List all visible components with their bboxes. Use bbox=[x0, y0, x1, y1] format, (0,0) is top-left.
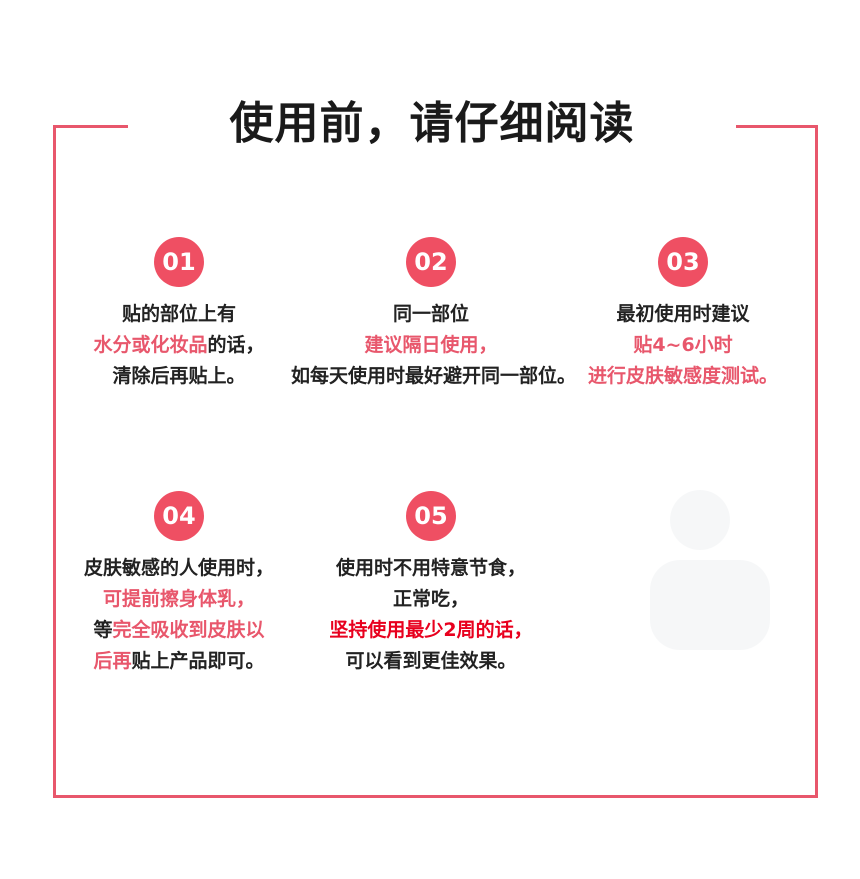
step-text-line: 皮肤敏感的人使用时， bbox=[39, 553, 319, 584]
step-text-line: 如每天使用时最好避开同一部位。 bbox=[291, 361, 576, 392]
frame-bottom-border bbox=[53, 795, 818, 798]
text-segment: 的话， bbox=[207, 334, 265, 356]
frame-top-left-border bbox=[53, 125, 128, 128]
step-text-line: 清除后再贴上。 bbox=[39, 361, 319, 392]
frame-right-border bbox=[815, 125, 818, 798]
frame-top-right-border bbox=[736, 125, 818, 128]
text-segment: 正常吃， bbox=[392, 588, 469, 610]
step-text-line: 最初使用时建议 bbox=[543, 299, 823, 330]
text-segment: 后再 bbox=[93, 650, 132, 672]
step-04: 04 皮肤敏感的人使用时， 可提前擦身体乳， 等完全吸收到皮肤以 后再贴上产品即… bbox=[39, 491, 319, 677]
text-segment: 最初使用时建议 bbox=[616, 303, 750, 325]
text-segment: 如每天使用时最好避开同一部位。 bbox=[291, 365, 577, 387]
text-segment: 可提前擦身体乳， bbox=[102, 588, 255, 610]
text-segment: 进行皮肤敏感度测试。 bbox=[587, 365, 778, 387]
text-segment: 同一部位 bbox=[392, 303, 469, 325]
step-number-badge: 03 bbox=[658, 237, 708, 287]
text-segment: 贴上产品即可。 bbox=[131, 650, 265, 672]
step-number-badge: 04 bbox=[154, 491, 204, 541]
text-segment: 建议隔日使用， bbox=[364, 334, 498, 356]
text-segment: 使用时不用特意节食， bbox=[335, 557, 526, 579]
step-text-line: 正常吃， bbox=[291, 584, 571, 615]
step-text-line: 建议隔日使用， bbox=[291, 330, 571, 361]
step-number-badge: 01 bbox=[154, 237, 204, 287]
text-segment: 完全吸收到皮肤以 bbox=[112, 619, 265, 641]
step-text-line: 进行皮肤敏感度测试。 bbox=[543, 361, 823, 392]
step-text-line: 使用时不用特意节食， bbox=[291, 553, 571, 584]
step-text-line: 坚持使用最少2周的话， bbox=[291, 615, 571, 646]
step-number-badge: 05 bbox=[406, 491, 456, 541]
frame-left-border bbox=[53, 125, 56, 798]
faded-decoration-image bbox=[650, 490, 770, 650]
text-segment: 水分或化妆品 bbox=[93, 334, 208, 356]
step-03: 03 最初使用时建议 贴4~6小时 进行皮肤敏感度测试。 bbox=[543, 237, 823, 392]
step-text-line: 可以看到更佳效果。 bbox=[291, 646, 571, 677]
step-text-line: 同一部位 bbox=[291, 299, 571, 330]
step-text-line: 水分或化妆品的话， bbox=[39, 330, 319, 361]
step-text-line: 贴4~6小时 bbox=[543, 330, 823, 361]
text-segment: 皮肤敏感的人使用时， bbox=[83, 557, 274, 579]
step-01: 01 贴的部位上有 水分或化妆品的话， 清除后再贴上。 bbox=[39, 237, 319, 392]
step-text-line: 贴的部位上有 bbox=[39, 299, 319, 330]
text-segment: 坚持使用最少2周的话， bbox=[329, 619, 533, 641]
step-text-line: 后再贴上产品即可。 bbox=[39, 646, 319, 677]
text-segment: 贴4~6小时 bbox=[633, 334, 733, 356]
text-segment: 清除后再贴上。 bbox=[112, 365, 246, 387]
step-text-line: 可提前擦身体乳， bbox=[39, 584, 319, 615]
page-title: 使用前，请仔细阅读 bbox=[229, 98, 635, 149]
step-number-badge: 02 bbox=[406, 237, 456, 287]
text-segment: 等 bbox=[93, 619, 113, 641]
step-02: 02 同一部位 建议隔日使用， 如每天使用时最好避开同一部位。 bbox=[291, 237, 576, 392]
text-segment: 贴的部位上有 bbox=[121, 303, 236, 325]
step-05: 05 使用时不用特意节食， 正常吃， 坚持使用最少2周的话， 可以看到更佳效果。 bbox=[291, 491, 571, 677]
step-text-line: 等完全吸收到皮肤以 bbox=[39, 615, 319, 646]
text-segment: 可以看到更佳效果。 bbox=[345, 650, 517, 672]
